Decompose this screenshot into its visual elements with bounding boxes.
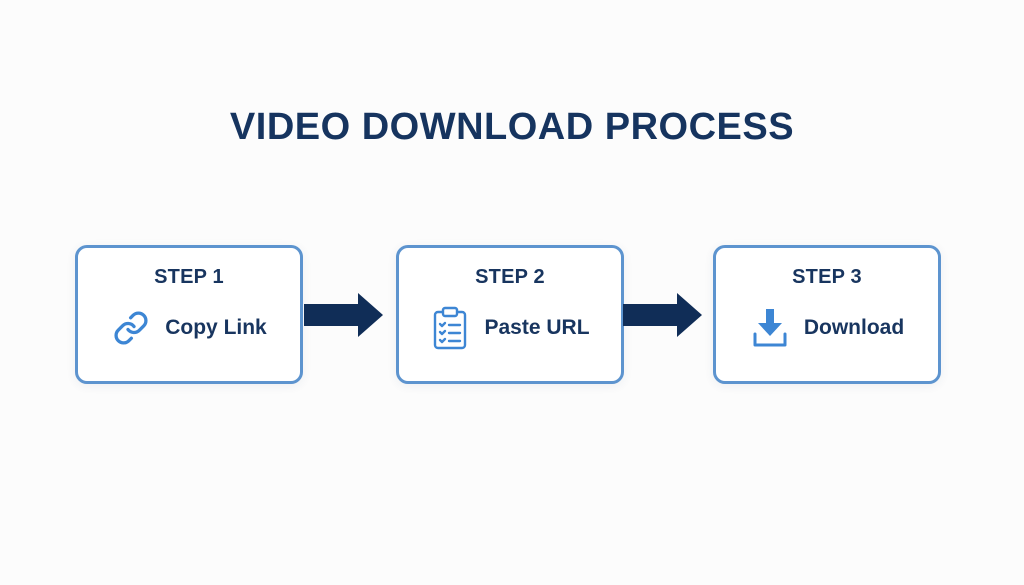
download-icon [750, 304, 790, 352]
step-body-3: Download [716, 304, 938, 352]
step-text-1: Copy Link [165, 316, 267, 339]
step-label-1: STEP 1 [154, 266, 224, 288]
step-text-2: Paste URL [484, 316, 590, 339]
clipboard-icon [430, 304, 470, 352]
step-body-1: Copy Link [78, 304, 300, 352]
diagram-title: VIDEO DOWNLOAD PROCESS [229, 106, 795, 148]
step-text-3: Download [803, 316, 905, 339]
arrow-right-icon [304, 293, 383, 337]
step-card-1: STEP 1 Copy Link [75, 245, 303, 384]
link-icon [111, 304, 151, 352]
step-label-2: STEP 2 [475, 266, 545, 288]
step-label-3: STEP 3 [792, 266, 862, 288]
step-body-2: Paste URL [399, 304, 621, 352]
step-card-3: STEP 3 Download [713, 245, 941, 384]
arrow-right-icon [623, 293, 702, 337]
step-card-2: STEP 2 Paste URL [396, 245, 624, 384]
